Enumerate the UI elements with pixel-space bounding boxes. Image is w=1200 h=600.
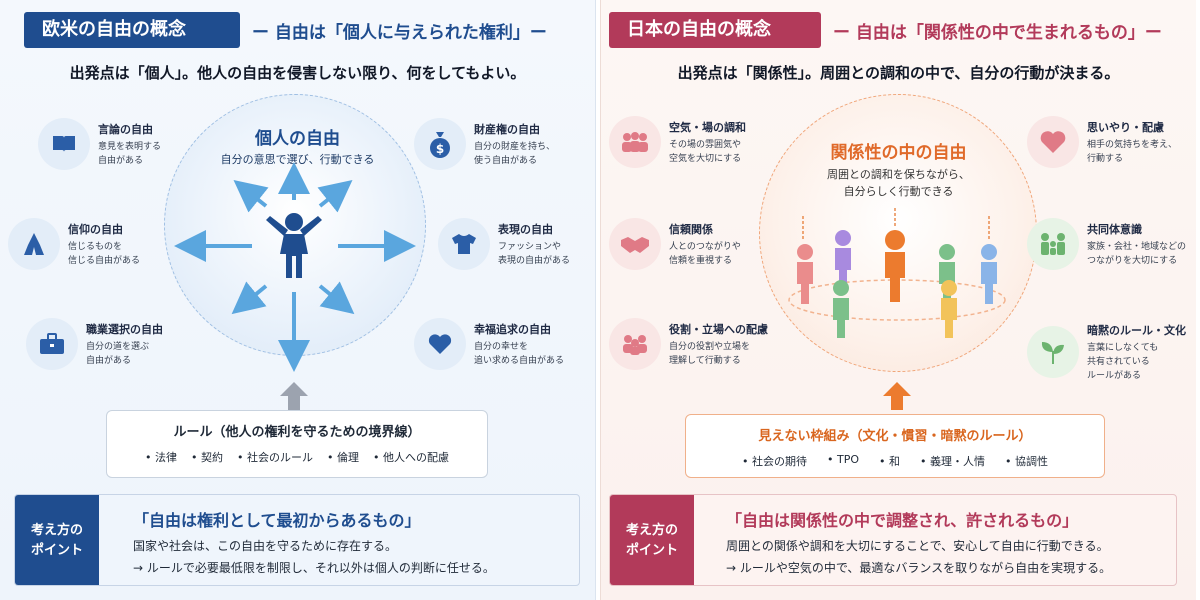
up-arrow-icon (280, 382, 308, 410)
japanese-rule-box: 見えない枠組み（文化・慣習・暗黙のルール） 社会の期待 TPO 和 義理・人情 … (685, 414, 1105, 478)
rule-item: 和 (879, 453, 900, 469)
family-icon (1027, 218, 1079, 270)
western-point-box: 考え方の ポイント 「自由は権利として最初からあるもの」 国家や社会は、この自由… (14, 494, 580, 586)
individual-arrows (174, 162, 416, 410)
individual-freedom-subtitle: 自分の意思で選び、行動できる (220, 153, 375, 166)
japanese-rule-list: 社会の期待 TPO 和 義理・人情 協調性 (686, 453, 1104, 469)
people-icon (797, 230, 997, 338)
handshake-icon (609, 218, 661, 270)
japanese-freedom-panel: 日本の自由の概念 ー 自由は「関係性の中で生まれるもの」ー 出発点は「関係性」。… (600, 0, 1196, 600)
western-lead: 出発点は「個人」。他人の自由を侵害しない限り、何をしてもよい。 (69, 64, 526, 82)
japanese-lead: 出発点は「関係性」。周囲との調和の中で、自分の行動が決まる。 (677, 64, 1120, 82)
item-trust-relationship: 信頼関係 人とのつながりや 信頼を重視する (609, 212, 741, 276)
item-implicit-rules: 暗黙のルール・文化 言葉にしなくても 共有されている ルールがある (1027, 314, 1186, 390)
item-property-freedom: $ 財産権の自由 自分の財産を持ち、 使う自由がある (414, 112, 555, 176)
japanese-point-title: 「自由は関係性の中で調整され、許されるもの」 (726, 511, 1079, 530)
briefcase-icon (26, 318, 78, 370)
item-atmosphere-harmony: 空気・場の調和 その場の雰囲気や 空気を大切にする (609, 110, 746, 174)
item-happiness-freedom: 幸福追求の自由 自分の幸せを 追い求める自由がある (414, 312, 564, 376)
sprout-icon (1027, 326, 1079, 378)
team-icon (609, 318, 661, 370)
rule-item: 社会の期待 (742, 453, 807, 469)
japanese-subtitle: ー 自由は「関係性の中で生まれるもの」ー (833, 23, 1162, 43)
svg-text:$: $ (436, 142, 444, 156)
relational-freedom-title: 関係性の中の自由 (830, 143, 967, 163)
japanese-title: 日本の自由の概念 (609, 12, 821, 48)
money-bag-icon: $ (414, 118, 466, 170)
western-point-line: → ルールで必要最低限を制限し、それ以外は個人の判断に任せる。 (133, 561, 495, 575)
japanese-point-line: 周囲との関係や調和を大切にすることで、安心して自由に行動できる。 (726, 539, 1109, 553)
relational-freedom-subtitle: 自分らしく行動できる (843, 185, 954, 198)
western-title: 欧米の自由の概念 (24, 12, 240, 48)
heart-icon (1027, 116, 1079, 168)
western-freedom-panel: 欧米の自由の概念 ー 自由は「個人に与えられた権利」ー 出発点は「個人」。他人の… (0, 0, 596, 600)
item-role-consideration: 役割・立場への配慮 自分の役割や立場を 理解して行動する (609, 312, 768, 376)
western-point-label: 考え方の ポイント (15, 495, 99, 585)
heart-icon (414, 318, 466, 370)
rule-item: 協調性 (1005, 453, 1048, 469)
up-arrow-icon (883, 382, 911, 410)
relational-people-graphic (788, 208, 1006, 410)
praying-hands-icon (8, 218, 60, 270)
book-icon (38, 118, 90, 170)
japanese-point-line: → ルールや空気の中で、最適なバランスを取りながら自由を実現する。 (726, 561, 1112, 575)
item-compassion: 思いやり・配慮 相手の気持ちを考え、 行動する (1027, 110, 1177, 174)
japanese-rule-title: 見えない枠組み（文化・慣習・暗黙のルール） (758, 429, 1032, 444)
item-speech-freedom: 言論の自由 意見を表明する 自由がある (38, 112, 161, 176)
panel-divider (596, 0, 600, 600)
rule-item: 他人への配慮 (373, 449, 449, 465)
item-expression-freedom: 表現の自由 ファッションや 表現の自由がある (438, 212, 570, 276)
western-rule-list: 法律 契約 社会のルール 倫理 他人への配慮 (107, 449, 487, 465)
western-rule-box: ルール（他人の権利を守るための境界線） 法律 契約 社会のルール 倫理 他人への… (106, 410, 488, 478)
japanese-point-label: 考え方の ポイント (610, 495, 694, 585)
item-religion-freedom: 信仰の自由 信じるものを 信じる自由がある (8, 212, 140, 276)
tshirt-icon (438, 218, 490, 270)
person-icon (266, 213, 322, 278)
western-point-line: 国家や社会は、この自由を守るために存在する。 (133, 539, 398, 553)
rule-item: 法律 (145, 449, 177, 465)
group-icon (609, 116, 661, 168)
rule-item: 契約 (191, 449, 223, 465)
item-career-freedom: 職業選択の自由 自分の道を選ぶ 自由がある (26, 312, 163, 376)
rule-item: TPO (827, 453, 859, 469)
western-subtitle: ー 自由は「個人に与えられた権利」ー (252, 23, 547, 43)
rule-item: 倫理 (327, 449, 359, 465)
individual-freedom-title: 個人の自由 (255, 129, 340, 149)
relational-freedom-subtitle: 周囲との調和を保ちながら、 (827, 168, 970, 181)
japanese-point-box: 考え方の ポイント 「自由は関係性の中で調整され、許されるもの」 周囲との関係や… (609, 494, 1177, 586)
item-community: 共同体意識 家族・会社・地域などの つながりを大切にする (1027, 212, 1186, 276)
rule-item: 義理・人情 (920, 453, 985, 469)
western-rule-title: ルール（他人の権利を守るための境界線） (173, 425, 421, 440)
rule-item: 社会のルール (237, 449, 313, 465)
western-point-title: 「自由は権利として最初からあるもの」 (133, 511, 421, 530)
